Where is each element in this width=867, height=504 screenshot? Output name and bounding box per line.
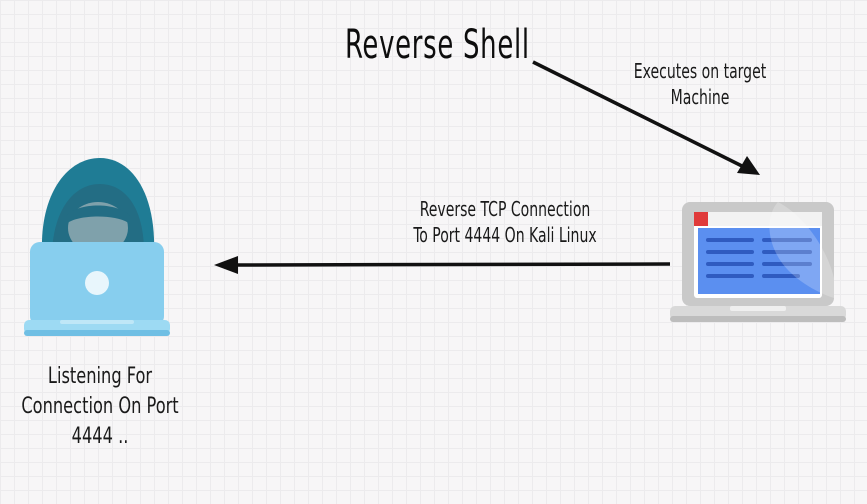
diagram-title: Reverse Shell: [345, 22, 530, 68]
listener-label-line3: 4444 ..: [71, 424, 129, 449]
target-laptop-icon: [670, 202, 846, 322]
execute-arrowhead: [737, 156, 760, 175]
execute-arrow: [532, 60, 751, 172]
connection-label-line2: To Port 4444 On Kali Linux: [413, 223, 597, 247]
hooded-hacker-laptop-icon: [24, 158, 170, 336]
listener-label-line1: Listening For: [47, 364, 153, 389]
target-execution-label: Executes on target Machine: [630, 58, 770, 110]
connection-label: Reverse TCP Connection To Port 4444 On K…: [411, 196, 598, 248]
connection-label-line1: Reverse TCP Connection: [419, 197, 591, 221]
listener-label-line2: Connection On Port: [21, 394, 179, 419]
target-label-line1: Executes on target: [633, 59, 767, 83]
reverse-connection-arrowhead: [214, 256, 238, 274]
reverse-connection-arrow: [235, 262, 671, 267]
target-label-line2: Machine: [670, 85, 730, 109]
listener-label: Listening For Connection On Port 4444 ..: [18, 362, 182, 452]
